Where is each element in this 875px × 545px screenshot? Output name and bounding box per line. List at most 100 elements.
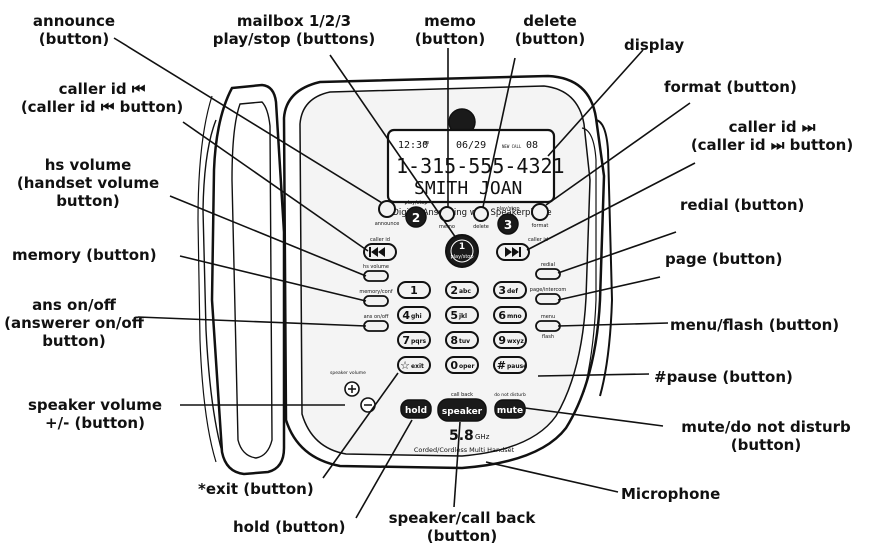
speaker-volume-button[interactable]: speaker volume xyxy=(330,370,376,413)
keypad-key-letters: abc xyxy=(459,288,471,295)
callout-speaker-call-back: speaker/call back (button) xyxy=(388,509,536,545)
hold-button-label: hold xyxy=(405,406,427,416)
lcd-count: 08 xyxy=(526,140,538,151)
callout-memo: memo (button) xyxy=(414,12,486,48)
memo-button[interactable]: memo xyxy=(439,206,455,230)
hold-button[interactable]: hold xyxy=(400,399,432,419)
keypad-key-letters: exit xyxy=(411,363,424,370)
mailbox-3-label: play/stop xyxy=(496,206,519,212)
lcd-time: 12:30 xyxy=(398,140,428,151)
callout-caller-id-back: caller id ⏮ (caller id ⏮ button) xyxy=(20,80,184,116)
callout-mute: mute/do not disturb (button) xyxy=(681,418,851,454)
redial-label: redial xyxy=(541,262,555,268)
callout-caller-id-forward: caller id ⏭ (caller id ⏭ button) xyxy=(690,118,854,154)
flash-label: flash xyxy=(542,334,554,340)
keypad-key-digit: 4 xyxy=(402,309,410,322)
keypad-key-digit: 2 xyxy=(450,284,458,297)
speaker-call-back-button[interactable]: call back speaker xyxy=(437,392,487,422)
keypad-key-letters: tuv xyxy=(459,338,470,345)
keypad-key-digit: 5 xyxy=(450,309,458,322)
handset xyxy=(197,83,286,476)
keypad-key-digit: 1 xyxy=(410,284,418,297)
callout-memory: memory (button) xyxy=(12,246,157,264)
format-button[interactable]: format xyxy=(531,203,549,229)
model-line: Corded/Cordless Multi Handset xyxy=(414,446,515,454)
mute-button-label: mute xyxy=(497,406,523,416)
keypad-key-digit: 9 xyxy=(498,334,506,347)
do-not-disturb-label: do not disturb xyxy=(494,392,526,398)
ans-on-off-label: ans on/off xyxy=(364,314,389,320)
callout-menu-flash: menu/flash (button) xyxy=(670,316,840,334)
callout-speaker-volume: speaker volume +/- (button) xyxy=(27,396,163,432)
callout-display: display xyxy=(624,36,685,54)
caller-id-forward-button[interactable]: caller id xyxy=(496,237,548,261)
call-back-label: call back xyxy=(451,392,473,398)
keypad-key-letters: pqrs xyxy=(411,338,427,345)
mailbox-2-play-stop-button[interactable]: 2 play/stop xyxy=(404,200,428,228)
callout-exit: *exit (button) xyxy=(198,480,314,498)
lcd-display: 12:30 am 06/29 NEW CALL 08 1-315-555-432… xyxy=(386,128,565,204)
keypad-key-digit: ☆ xyxy=(400,359,410,372)
announce-button-label: announce xyxy=(375,221,400,227)
mute-button[interactable]: do not disturb mute xyxy=(494,392,526,419)
delete-button-label: delete xyxy=(473,224,489,230)
lcd-new-call: NEW CALL xyxy=(502,144,522,149)
callout-hold: hold (button) xyxy=(233,518,346,536)
mailbox-2-label: play/stop xyxy=(404,200,427,206)
mailbox-1-label: play/stop xyxy=(450,254,473,260)
speaker-volume-label: speaker volume xyxy=(330,370,366,376)
lcd-name: SMITH JOAN xyxy=(414,178,522,199)
callout-delete: delete (button) xyxy=(514,12,586,48)
callout-mailbox: mailbox 1/2/3 play/stop (buttons) xyxy=(212,12,376,48)
lcd-time-suffix: am xyxy=(423,140,429,146)
memo-button-label: memo xyxy=(439,224,455,230)
caller-id-back-button[interactable]: caller id xyxy=(363,237,397,261)
keypad-key-digit: # xyxy=(497,359,506,372)
ans-on-off-button[interactable]: ans on/off xyxy=(363,314,389,332)
brand-line: Digital Answering with Speakerphone xyxy=(392,208,551,218)
callout-ans-on-off: ans on/off (answerer on/off button) xyxy=(4,296,144,350)
mailbox-1-digit: 1 xyxy=(459,242,465,252)
callout-pause: #pause (button) xyxy=(654,368,793,386)
lcd-number: 1-315-555-4321 xyxy=(396,154,565,178)
keypad-key-digit: 8 xyxy=(450,334,458,347)
announce-button[interactable]: announce xyxy=(375,200,400,227)
keypad-key-digit: 0 xyxy=(450,359,458,372)
menu-label: menu xyxy=(541,314,555,320)
callout-redial: redial (button) xyxy=(680,196,805,214)
hs-volume-button[interactable]: hs volume xyxy=(363,264,389,282)
keypad-key-digit: 6 xyxy=(498,309,506,322)
caller-id-back-label: caller id xyxy=(370,237,390,243)
mailbox-1-play-stop-button[interactable]: 1 play/stop xyxy=(445,234,479,268)
keypad-key-letters: ghi xyxy=(411,313,422,320)
ghz-unit: GHz xyxy=(475,433,490,441)
callout-format: format (button) xyxy=(664,78,797,96)
keypad-key-exit[interactable]: ☆exit xyxy=(397,356,431,374)
mailbox-3-play-stop-button[interactable]: 3 play/stop xyxy=(496,206,520,235)
keypad-key-digit: 7 xyxy=(402,334,410,347)
keypad-key-letters: wxyz xyxy=(507,338,524,345)
redial-button[interactable]: redial xyxy=(535,262,561,280)
hs-volume-label: hs volume xyxy=(363,264,389,270)
keypad-key-pause[interactable]: #pause xyxy=(493,356,527,374)
mailbox-2-digit: 2 xyxy=(412,211,420,225)
keypad-key-letters: mno xyxy=(507,313,522,320)
keypad-key-letters: def xyxy=(507,288,518,295)
delete-button[interactable]: delete xyxy=(473,206,489,230)
page-label: page/intercom xyxy=(530,287,567,293)
callout-microphone: Microphone xyxy=(621,485,721,503)
keypad-key-letters: pause xyxy=(507,363,527,370)
callout-hs-volume: hs volume (handset volume button) xyxy=(16,156,160,210)
keypad-key-1[interactable]: 1 xyxy=(397,281,431,299)
